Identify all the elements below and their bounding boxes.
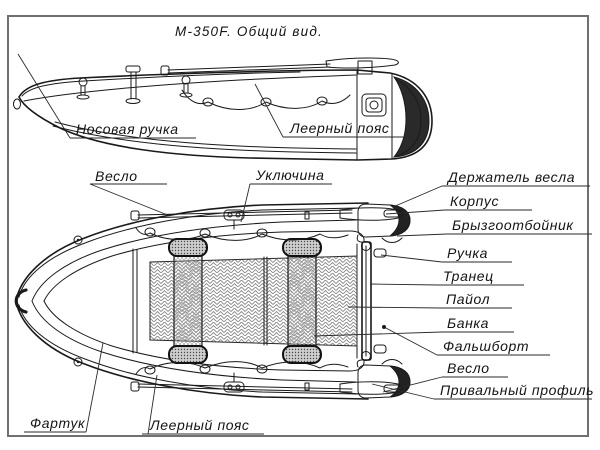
callout-transom: Транец	[369, 268, 524, 286]
label-stern-handle: Ручка	[447, 245, 488, 261]
brand-badge	[361, 93, 387, 117]
label-spray-guard: Брызгоотбойник	[452, 217, 574, 233]
label-seat: Банка	[447, 315, 489, 331]
callout-floorboard: Пайол	[347, 291, 512, 309]
bow-handle-fitting	[76, 77, 90, 100]
callout-oarlock: Уключина	[240, 167, 332, 223]
side-stern-cap-line	[395, 78, 422, 157]
label-transom: Транец	[443, 268, 494, 284]
oarlock-upper	[223, 209, 245, 230]
label-oar-top: Весло	[95, 168, 138, 184]
callout-oar-holder: Держатель весла	[392, 169, 590, 208]
label-hull: Корпус	[450, 193, 499, 209]
stowed-oar-side	[160, 57, 399, 76]
side-deck-seam	[23, 74, 357, 102]
side-rub-strake-lines	[52, 121, 357, 154]
seat-bow	[168, 238, 208, 364]
side-view	[13, 57, 433, 161]
frame-border	[7, 15, 589, 437]
bow-handle-top-view	[14, 288, 28, 314]
drawing-title: М-350F. Общий вид.	[175, 24, 323, 39]
side-bow-inner-line	[21, 71, 301, 97]
tube-inner-seam-upper	[31, 219, 357, 302]
callout-grab-line-side: Леерный пояс	[254, 83, 414, 138]
floor-seam	[263, 256, 268, 346]
callout-seat: Банка	[313, 315, 514, 337]
deck-pin	[179, 75, 193, 98]
label-grab-line-bottom: Леерный пояс	[149, 417, 250, 433]
top-view	[14, 202, 411, 400]
spray-guard-lower	[381, 359, 403, 365]
spray-guard-upper	[381, 237, 403, 243]
callout-stern-handle: Ручка	[380, 245, 512, 263]
leader-oar-top	[89, 183, 171, 217]
oarlock-lower	[223, 372, 245, 393]
grab-rope-side	[181, 89, 351, 110]
tube-inner-seam-lower	[31, 300, 357, 383]
seat-stern	[282, 238, 322, 364]
label-oarlock: Уключина	[255, 167, 325, 183]
callout-hull: Корпус	[385, 193, 532, 215]
bow-tip-ring	[13, 98, 21, 110]
callout-bulwark: Фальшборт	[382, 325, 550, 356]
leader-dot-bulwark	[382, 325, 386, 329]
leader-grab-line-bottom	[147, 374, 158, 435]
leader-oarlock	[240, 183, 251, 223]
side-stern-seams	[356, 69, 393, 161]
side-hull-outline	[18, 69, 433, 161]
callout-bow-handle: Носовая ручка	[17, 53, 196, 139]
leader-transom	[369, 283, 439, 286]
leader-seat	[313, 331, 443, 337]
callout-rub-strake: Привальный профиль	[371, 382, 594, 400]
callout-spray-guard: Брызгоотбойник	[396, 217, 592, 237]
leader-grab-line-side	[254, 83, 284, 138]
leader-bulwark	[383, 326, 438, 356]
label-oar-stern: Весло	[447, 360, 490, 376]
label-floorboard: Пайол	[446, 291, 490, 307]
bow-stringer	[132, 248, 151, 354]
callout-oar-stern: Весло	[382, 360, 508, 393]
callout-apron: Фартук	[24, 342, 104, 433]
side-stern-cap	[392, 76, 430, 158]
leader-stern-handle	[380, 254, 443, 263]
grab-rope-upper	[135, 227, 349, 241]
label-oar-holder: Держатель весла	[446, 169, 575, 185]
label-grab-line-side: Леерный пояс	[289, 120, 390, 136]
transom-shape	[356, 234, 387, 368]
leader-floorboard	[347, 306, 442, 309]
callout-grab-line-bottom: Леерный пояс	[142, 374, 264, 435]
leader-bow-handle	[17, 53, 71, 139]
stern-cone-lower	[357, 364, 411, 399]
grab-rope-lower	[135, 361, 349, 375]
deck-post	[125, 65, 141, 104]
leader-rub-strake	[371, 383, 435, 400]
leader-spray-guard	[396, 233, 448, 237]
leader-oar-holder	[392, 185, 443, 208]
label-rub-strake: Привальный профиль	[440, 382, 594, 398]
top-outline-upper	[15, 202, 369, 302]
callout-oar-top: Весло	[89, 168, 171, 217]
leader-hull	[385, 209, 446, 215]
callouts: Носовая ручка Леерный пояс Весло Уключин…	[17, 53, 594, 435]
label-bulwark: Фальшборт	[443, 338, 529, 354]
label-apron: Фартук	[30, 415, 86, 431]
label-bow-handle: Носовая ручка	[76, 121, 179, 137]
leader-apron	[85, 342, 104, 433]
tube-ring-patches	[73, 235, 83, 367]
